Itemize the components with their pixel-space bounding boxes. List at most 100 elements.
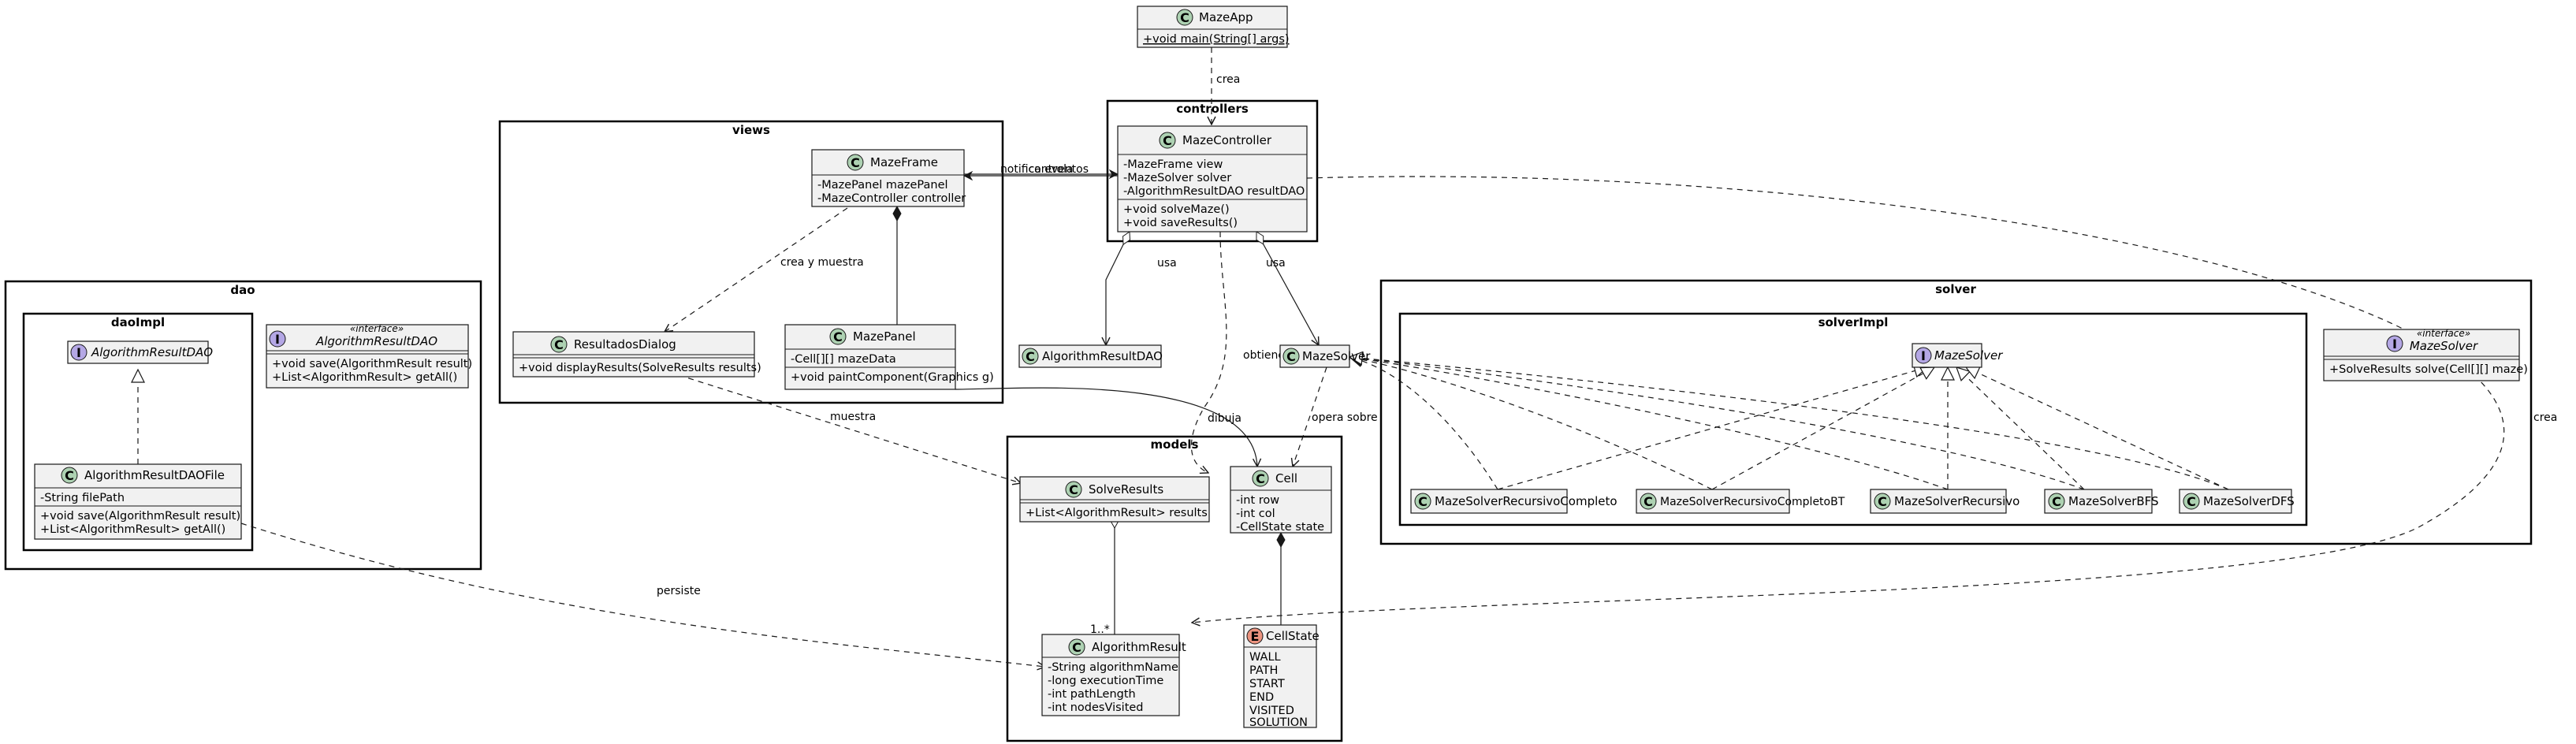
stereotype: «interface»: [350, 323, 404, 334]
svg-text:C: C: [1418, 494, 1428, 509]
method: +SolveResults solve(Cell[][] maze): [2329, 363, 2528, 376]
field: -MazeFrame view: [1123, 158, 1223, 171]
edge-controller-uses-dao: [1106, 232, 1130, 345]
svg-text:I: I: [275, 332, 280, 347]
field: -int nodesVisited: [1048, 701, 1144, 714]
edge-label-crea-y-muestra: crea y muestra: [780, 256, 864, 269]
edge-label-crea: crea: [2533, 411, 2557, 424]
edge-label-crea: crea: [1216, 73, 1240, 86]
class-name: AlgorithmResultDAO: [91, 345, 213, 359]
svg-text:C: C: [1878, 494, 1887, 509]
interface-MazeSolver-impl[interactable]: I MazeSolver: [1912, 343, 2003, 368]
field: -long executionTime: [1048, 675, 1163, 687]
edge-label-controla: controla: [1028, 163, 1073, 176]
edge-solver-operates-cell: [1293, 366, 1327, 467]
field: -CellState state: [1236, 521, 1324, 534]
edge-controller-creates-result: [1192, 176, 2505, 623]
interface-MazeSolver[interactable]: I «interface» MazeSolver +SolveResults s…: [2323, 328, 2528, 381]
class-AlgorithmResult[interactable]: C AlgorithmResult -String algorithmName …: [1041, 634, 1186, 716]
class-name: ResultadosDialog: [574, 337, 676, 352]
edge-bfs-implements: [1956, 366, 2085, 490]
class-Cell[interactable]: C Cell -int row -int col -CellState stat…: [1230, 466, 1332, 534]
class-MazeFrame[interactable]: C MazeFrame -MazePanel mazePanel -MazeCo…: [811, 149, 966, 207]
edge-dfs-implements: [1964, 366, 2229, 490]
class-name: MazeSolver: [1302, 349, 1371, 363]
class-name: CellState: [1266, 629, 1320, 643]
method: +void saveResults(): [1123, 217, 1238, 229]
class-ResultadosDialog[interactable]: C ResultadosDialog +void displayResults(…: [512, 331, 761, 378]
package-title: solverImpl: [1818, 315, 1889, 329]
interface-AlgorithmResultDAO-impl[interactable]: I AlgorithmResultDAO: [67, 340, 213, 364]
svg-text:C: C: [1069, 482, 1078, 497]
field: -int row: [1236, 494, 1279, 507]
class-name: MazeApp: [1199, 10, 1253, 24]
package-title: dao: [230, 283, 255, 297]
class-name: MazeSolverRecursivo: [1894, 494, 2019, 508]
class-name: SolveResults: [1089, 482, 1163, 497]
multiplicity-label: 1..*: [1090, 623, 1110, 636]
edge-label-muestra: muestra: [830, 411, 876, 423]
class-name: AlgorithmResult: [1092, 640, 1186, 654]
svg-text:I: I: [2392, 337, 2397, 352]
edge-daofile-persists-result: [240, 523, 1045, 667]
edge-label-persiste: persiste: [657, 585, 701, 597]
package-title: solver: [1935, 282, 1976, 296]
svg-text:C: C: [1026, 349, 1035, 364]
field: -Cell[][] mazeData: [791, 353, 896, 366]
class-MazeController[interactable]: C MazeController -MazeFrame view -MazeSo…: [1117, 125, 1308, 232]
edge-label-usa: usa: [1157, 257, 1177, 270]
edge-controller-obtains-results: [1190, 231, 1227, 473]
field: -MazePanel mazePanel: [817, 179, 948, 192]
interface-AlgorithmResultDAO[interactable]: I «interface» AlgorithmResultDAO +void s…: [266, 323, 472, 389]
class-MazeSolverBFS[interactable]: C MazeSolverBFS: [2044, 489, 2159, 514]
class-AlgorithmResultDAOFile[interactable]: C AlgorithmResultDAOFile -String filePat…: [34, 463, 242, 540]
class-name: MazeSolverRecursivoCompletoBT: [1660, 496, 1845, 508]
enum-value: PATH: [1249, 664, 1278, 677]
svg-text:C: C: [1256, 471, 1265, 486]
method: +List<AlgorithmResult> getAll(): [40, 523, 225, 536]
edge-controller-uses-solver: [1256, 232, 1319, 345]
field: -AlgorithmResultDAO resultDAO: [1123, 185, 1305, 198]
svg-text:C: C: [1644, 494, 1653, 509]
class-MazeSolverRecursivoCompleto[interactable]: C MazeSolverRecursivoCompleto: [1410, 489, 1617, 514]
method: +void solveMaze(): [1123, 203, 1230, 216]
svg-text:E: E: [1251, 629, 1260, 644]
package-title: daoImpl: [111, 315, 165, 329]
class-MazeSolverRecursivo[interactable]: C MazeSolverRecursivo: [1870, 489, 2019, 514]
field: -MazeController controller: [817, 192, 966, 205]
class-name: MazeSolverRecursivoCompleto: [1435, 494, 1617, 508]
edge-bfs-realizes-free: [1348, 351, 2085, 490]
method: +void main(String[] args): [1143, 33, 1290, 46]
enum-value: START: [1249, 678, 1285, 690]
edge-label-opera-sobre: opera sobre: [1312, 411, 1378, 424]
method: +List<AlgorithmResult> results: [1026, 507, 1208, 519]
class-SolveResults[interactable]: C SolveResults +List<AlgorithmResult> re…: [1019, 476, 1210, 523]
field: -String filePath: [40, 492, 125, 504]
class-MazePanel[interactable]: C MazePanel -Cell[][] mazeData +void pai…: [784, 324, 994, 390]
edge-completobt-implements: [1711, 366, 1936, 490]
edge-panel-draws-cell: [955, 387, 1257, 467]
edge-dialog-shows-results: [658, 368, 1021, 483]
class-AlgorithmResultDAO-standalone[interactable]: C AlgorithmResultDAO: [1018, 344, 1163, 368]
edge-dfs-realizes-free: [1348, 351, 2229, 490]
class-name: Cell: [1275, 471, 1297, 485]
svg-text:C: C: [554, 337, 564, 352]
svg-text:I: I: [76, 345, 81, 360]
svg-text:I: I: [1921, 348, 1926, 363]
class-name: AlgorithmResultDAOFile: [84, 468, 225, 482]
svg-text:C: C: [1286, 349, 1296, 364]
class-MazeSolverRecursivoCompletoBT[interactable]: C MazeSolverRecursivoCompletoBT: [1636, 489, 1845, 514]
field: -int col: [1236, 508, 1275, 520]
method: +void displayResults(SolveResults result…: [519, 362, 761, 374]
svg-text:C: C: [833, 329, 843, 344]
class-name: AlgorithmResultDAO: [315, 334, 437, 348]
method: +List<AlgorithmResult> getAll(): [272, 371, 457, 384]
method: +void paintComponent(Graphics g): [791, 371, 994, 384]
edge-completo-implements: [1497, 363, 1929, 490]
svg-text:C: C: [1072, 640, 1081, 655]
enum-CellState[interactable]: E CellState WALL PATH START END VISITED …: [1243, 624, 1320, 729]
package-title: controllers: [1176, 102, 1249, 116]
class-MazeSolverDFS[interactable]: C MazeSolverDFS: [2179, 489, 2295, 514]
class-MazeApp[interactable]: C MazeApp +void main(String[] args): [1137, 6, 1290, 48]
class-MazeSolver-standalone[interactable]: C MazeSolver: [1279, 344, 1371, 368]
